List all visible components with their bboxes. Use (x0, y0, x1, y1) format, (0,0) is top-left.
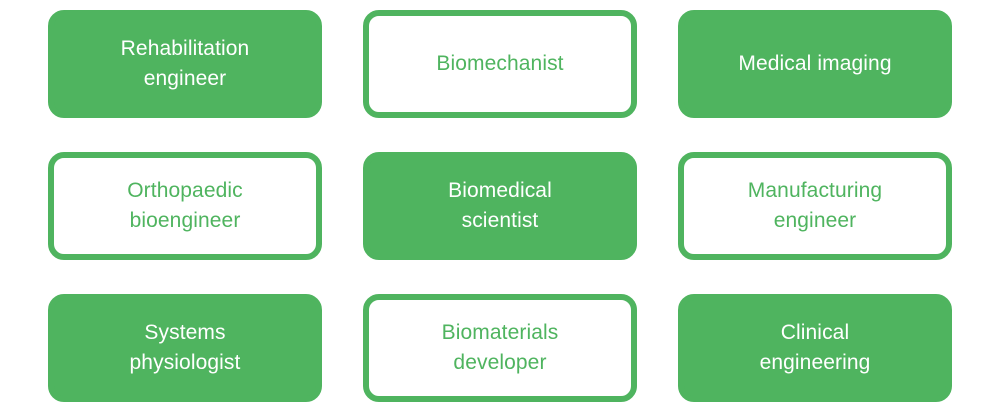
card-label: Biomechanist (436, 52, 564, 75)
card-systems-physiologist[interactable]: Systems physiologist (48, 294, 322, 402)
card-label: Orthopaedic bioengineer (127, 179, 243, 232)
card-label: Clinical engineering (759, 321, 871, 374)
card-biomaterials-developer[interactable]: Biomaterials developer (363, 294, 637, 402)
card-label: Rehabilitation engineer (120, 37, 250, 90)
card-label: Medical imaging (738, 52, 892, 75)
card-biomedical-scientist[interactable]: Biomedical scientist (363, 152, 637, 260)
card-rehabilitation-engineer[interactable]: Rehabilitation engineer (48, 10, 322, 118)
card-clinical-engineering[interactable]: Clinical engineering (678, 294, 952, 402)
card-manufacturing-engineer[interactable]: Manufacturing engineer (678, 152, 952, 260)
card-medical-imaging[interactable]: Medical imaging (678, 10, 952, 118)
card-label: Biomaterials developer (441, 321, 559, 374)
card-label: Manufacturing engineer (747, 179, 883, 232)
card-biomechanist[interactable]: Biomechanist (363, 10, 637, 118)
card-orthopaedic-bioengineer[interactable]: Orthopaedic bioengineer (48, 152, 322, 260)
card-label: Systems physiologist (129, 321, 241, 374)
card-label: Biomedical scientist (448, 179, 552, 232)
